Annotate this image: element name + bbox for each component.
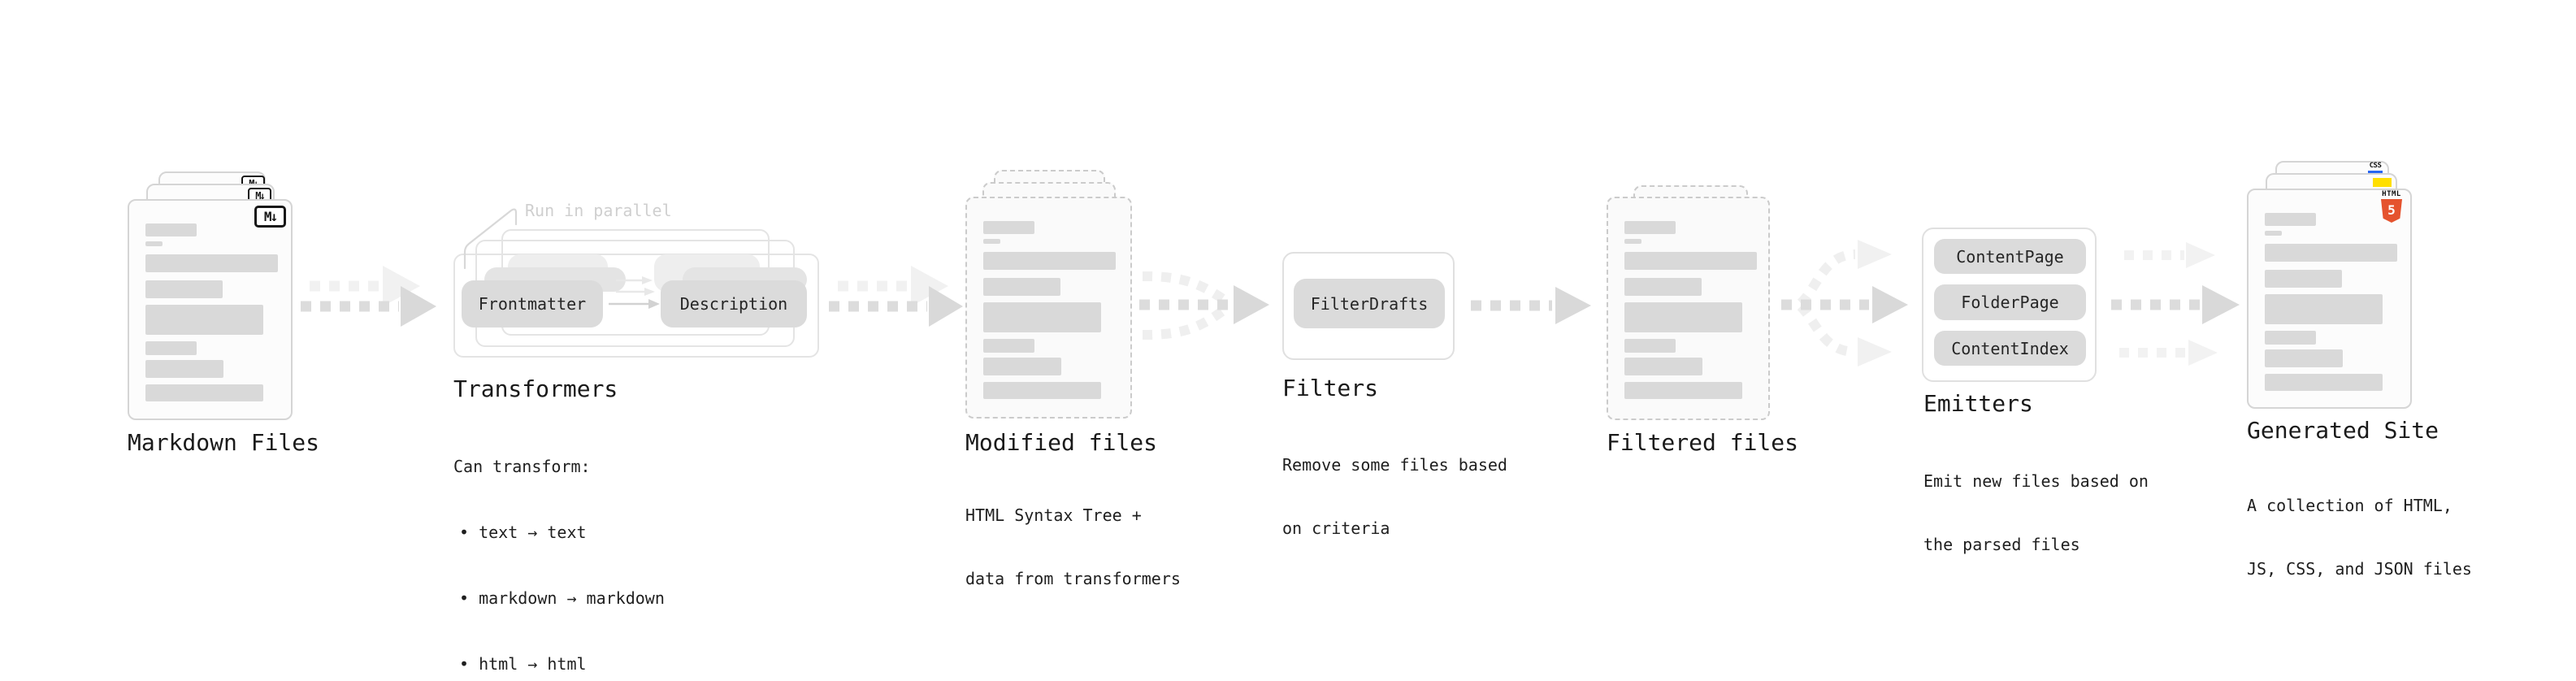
stage-title-modified-files: Modified files [965,429,1158,456]
placeholder-line [983,252,1116,270]
stage-title-emitters: Emitters [1923,390,2033,417]
placeholder-line [145,384,263,401]
desc-bullet: • html → html [459,654,587,674]
placeholder-line [983,382,1101,399]
placeholder-line [2265,231,2282,236]
html5-icon-shield: 5 [2381,199,2402,223]
placeholder-line [2265,244,2397,262]
placeholder-line [2265,374,2383,391]
stage-desc-transformers: Can transform: • text → text • markdown … [453,412,665,681]
css-icon: CSS [2366,163,2385,174]
note-leader-line [463,208,518,270]
stage-title-filtered-files: Filtered files [1607,429,1799,456]
flow-arrow-filtered-to-emitters [1781,240,1908,367]
css-icon-label: CSS [2369,162,2382,170]
placeholder-line [1624,302,1742,332]
document-card-front [1607,197,1770,420]
placeholder-line [145,254,278,272]
placeholder-line [983,339,1034,353]
js-icon [2373,178,2392,187]
placeholder-line [2265,331,2316,345]
placeholder-line [145,241,163,246]
placeholder-line [1624,252,1757,270]
emitter-content-index-pill: ContentIndex [1934,331,2086,366]
placeholder-line [145,360,223,378]
desc-line: JS, CSS, and JSON files [2247,559,2472,579]
placeholder-line [1624,221,1676,234]
placeholder-line [2265,270,2342,288]
desc-line: Can transform: [453,457,591,476]
stage-desc-modified-files: HTML Syntax Tree + data from transformer… [965,462,1181,631]
desc-line: the parsed files [1923,535,2080,554]
stage-title-filters: Filters [1282,375,1379,401]
placeholder-line [2265,349,2343,367]
filter-drafts-pill: FilterDrafts [1294,279,1445,328]
placeholder-line [1624,239,1641,244]
desc-line: data from transformers [965,569,1181,588]
document-card-front [965,197,1132,419]
placeholder-line [145,223,197,236]
document-content [2249,190,2410,391]
flow-arrow-markdown-to-transformers [301,266,436,327]
run-in-parallel-note: Run in parallel [525,201,672,220]
desc-line: HTML Syntax Tree + [965,505,1142,525]
document-content [129,201,291,401]
desc-line: on criteria [1282,518,1390,538]
stage-desc-filters: Remove some files based on criteria [1282,412,1507,581]
stage-desc-generated-site: A collection of HTML, JS, CSS, and JSON … [2247,453,2472,622]
placeholder-line [145,341,197,355]
placeholder-line [1624,278,1702,296]
parallel-mini-arrows [609,276,660,309]
placeholder-line [983,239,1000,244]
document-content [967,198,1130,399]
desc-line: Remove some files based [1282,455,1507,475]
transformer-box-front [453,254,819,358]
emitter-content-page-pill: ContentPage [1934,239,2086,274]
placeholder-line [983,278,1060,296]
css-icon-bar [2368,171,2383,174]
stage-desc-emitters: Emit new files based on the parsed files [1923,428,2149,597]
placeholder-line [145,305,263,335]
placeholder-line [2265,294,2383,324]
placeholder-line [145,280,223,298]
document-card-front [128,199,293,420]
flow-arrow-transformers-to-modified [829,266,963,327]
desc-bullet: • text → text [459,523,587,542]
transformer-description-pill: Description [661,280,807,327]
placeholder-line [1624,339,1676,353]
desc-line: A collection of HTML, [2247,496,2452,515]
flow-arrow-modified-to-filters [1139,271,1269,340]
desc-line: Emit new files based on [1923,471,2149,491]
stage-title-generated-site: Generated Site [2247,417,2439,444]
stage-title-transformers: Transformers [453,375,618,402]
stage-title-markdown-files: Markdown Files [128,429,320,456]
placeholder-line [983,358,1061,375]
emitter-folder-page-pill: FolderPage [1934,284,2086,320]
placeholder-line [1624,382,1742,399]
placeholder-line [983,302,1101,332]
html5-icon: HTML 5 [2379,190,2404,223]
placeholder-line [2265,213,2316,226]
html5-icon-number: 5 [2387,202,2396,218]
placeholder-line [1624,358,1702,375]
desc-bullet: • markdown → markdown [459,588,665,608]
flow-arrow-filters-to-filtered [1471,287,1591,324]
transformer-frontmatter-pill: Frontmatter [462,280,603,327]
document-content [1608,198,1768,399]
placeholder-line [983,221,1034,234]
flow-arrow-emitters-to-generated [2111,242,2240,366]
document-card-front [2247,189,2412,409]
html5-icon-label: HTML [2382,190,2401,198]
markdown-icon: M↓ [254,206,286,228]
